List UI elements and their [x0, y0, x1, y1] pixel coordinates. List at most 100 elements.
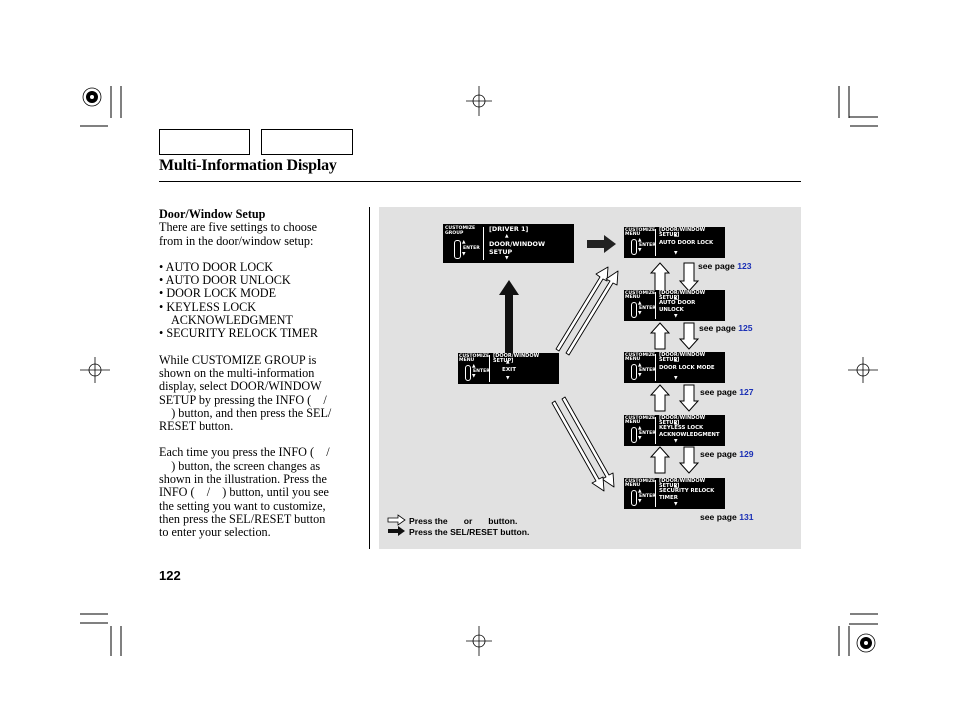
see-page-label: see page	[699, 323, 736, 333]
screen-label: CUSTOMIZE	[625, 228, 656, 233]
see-page-label: see page	[698, 261, 735, 271]
column-divider	[369, 207, 370, 549]
screen-line: AUTO DOOR LOCK	[659, 240, 714, 246]
down-arrow-icon: ▼	[638, 373, 642, 378]
screen-divider	[655, 292, 656, 319]
para1-line: ) button, and then press the SEL/	[159, 405, 332, 420]
up-arrow-icon: ▲	[472, 364, 476, 369]
screen-line: ACKNOWLEDGMENT	[659, 431, 720, 438]
screen-title: [DOOR/WINDOW SETUP]	[493, 353, 540, 364]
up-arrow-icon: ▲	[638, 301, 642, 306]
see-page-label: see page	[700, 512, 737, 522]
page-ref[interactable]: 125	[738, 323, 753, 333]
up-arrow-icon: ▲	[674, 358, 678, 363]
up-arrow-icon: ▲	[506, 360, 510, 365]
up-arrow-icon: ▲	[638, 489, 642, 494]
screen-line: DOOR LOCK MODE	[659, 365, 715, 371]
screen-label: CUSTOMIZE	[459, 354, 490, 359]
screen-label: GROUP	[445, 231, 464, 236]
down-arrow-icon: ▼	[674, 502, 678, 507]
screen-line: DOOR/WINDOW	[489, 240, 545, 248]
screen-label: MENU	[625, 357, 641, 362]
up-arrow-icon: ▲	[638, 363, 642, 368]
knob-icon	[454, 240, 461, 259]
screen-title: [DOOR/WINDOW SETUP]	[659, 227, 706, 238]
enter-label: ENTER	[639, 243, 656, 248]
screen-line: SECURITY RELOCK	[659, 488, 715, 494]
screen-line: EXIT	[502, 367, 517, 373]
para2-line: Each time you press the INFO ( /	[159, 445, 330, 460]
list-item: • DOOR LOCK MODE	[159, 286, 277, 301]
page-ref[interactable]: 129	[739, 449, 754, 459]
knob-icon	[631, 427, 637, 443]
screen-title: [DOOR/WINDOW SETUP]	[659, 290, 706, 301]
up-arrow-icon: ▲	[674, 421, 678, 426]
down-arrow-icon: ▼	[674, 439, 678, 444]
para1-line: RESET button.	[159, 419, 234, 434]
setting-screen: CUSTOMIZE MENU ▲ ENTER ▼ [DOOR/WINDOW SE…	[624, 352, 725, 383]
see-page-link[interactable]: see page 129	[700, 449, 754, 459]
down-arrow-icon: ▼	[505, 256, 509, 261]
down-arrow-icon: ▼	[462, 252, 466, 257]
para2-line: ) button, the screen changes as	[159, 458, 321, 473]
down-arrow-icon: ▼	[638, 499, 642, 504]
enter-label: ENTER	[463, 246, 480, 251]
para1-line: While CUSTOMIZE GROUP is	[159, 352, 317, 367]
enter-label: ENTER	[639, 306, 656, 311]
intro-line-2: from in the door/window setup:	[159, 233, 314, 248]
screen-divider	[655, 354, 656, 381]
up-arrow-icon: ▲	[638, 238, 642, 243]
screen-label: MENU	[625, 420, 641, 425]
screen-label: CUSTOMIZE	[625, 353, 656, 358]
header-tab-right	[261, 129, 353, 155]
page-ref[interactable]: 123	[737, 261, 752, 271]
screen-divider	[655, 480, 656, 507]
up-arrow-icon: ▲	[505, 234, 509, 239]
screen-title: [DOOR/WINDOW SETUP]	[659, 352, 706, 363]
setting-screen: CUSTOMIZE MENU ▲ ENTER ▼ [DOOR/WINDOW SE…	[624, 227, 725, 258]
down-arrow-icon: ▼	[674, 314, 678, 319]
settings-list: • AUTO DOOR LOCK • AUTO DOOR UNLOCK • DO…	[159, 260, 359, 341]
intro-line-1: There are five settings to choose	[159, 220, 318, 235]
screen-divider	[655, 417, 656, 444]
screen-title: [DOOR/WINDOW SETUP]	[659, 415, 706, 426]
down-arrow-icon: ▼	[638, 436, 642, 441]
see-page-link[interactable]: see page 131	[700, 512, 754, 522]
para2-line: the setting you want to customize,	[159, 498, 326, 513]
see-page-link[interactable]: see page 125	[699, 323, 753, 333]
up-arrow-icon: ▲	[674, 484, 678, 489]
screen-label: MENU	[625, 232, 641, 237]
down-arrow-icon: ▼	[638, 248, 642, 253]
see-page-link[interactable]: see page 127	[700, 387, 754, 397]
page-ref[interactable]: 131	[739, 512, 754, 522]
up-arrow-icon: ▲	[674, 296, 678, 301]
diagram-panel	[379, 207, 801, 549]
screen-label: MENU	[459, 358, 475, 363]
para2-line: INFO ( / ) button, until you see	[159, 485, 329, 500]
enter-label: ENTER	[639, 368, 656, 373]
para2-line: to enter your selection.	[159, 525, 271, 540]
see-page-label: see page	[700, 449, 737, 459]
see-page-link[interactable]: see page 123	[698, 261, 752, 271]
screen-line: AUTO DOOR	[659, 300, 696, 306]
down-arrow-icon: ▼	[674, 376, 678, 381]
para1-line: shown on the multi-information	[159, 365, 315, 380]
header-tab-left	[159, 129, 250, 155]
legend-sel-reset: Press the SEL/RESET button.	[409, 527, 530, 537]
screen-title: [DOOR/WINDOW SETUP]	[659, 478, 706, 489]
title-rule	[159, 181, 801, 182]
knob-icon	[631, 490, 637, 506]
section-heading: Door/Window Setup	[159, 207, 266, 221]
screen-divider	[483, 227, 484, 260]
para2-line: then press the SEL/RESET button	[159, 511, 326, 526]
door-window-setup-text: Door/Window Setup There are five setting…	[159, 207, 359, 540]
page-ref[interactable]: 127	[739, 387, 754, 397]
screen-label: MENU	[625, 483, 641, 488]
knob-icon	[631, 302, 637, 318]
see-page-label: see page	[700, 387, 737, 397]
down-arrow-icon: ▼	[638, 311, 642, 316]
screen-label: CUSTOMIZE	[625, 416, 656, 421]
down-arrow-icon: ▼	[472, 374, 476, 379]
